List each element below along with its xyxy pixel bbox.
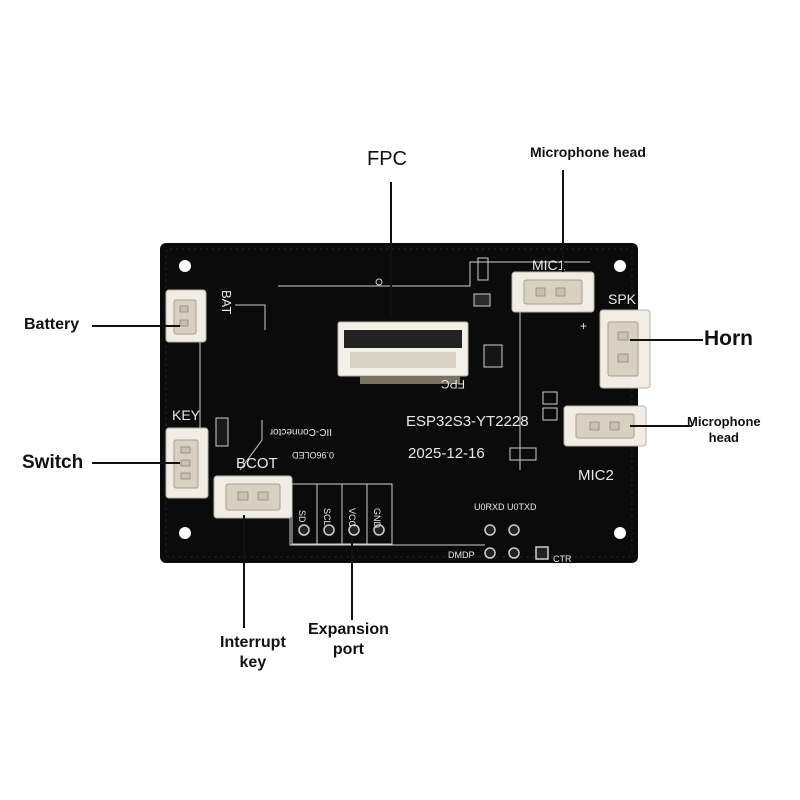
smd-part xyxy=(509,447,537,461)
silk-pin-gnd: GND xyxy=(372,508,382,529)
callout-expansion-port: Expansion port xyxy=(308,620,389,660)
silk-date: 2025-12-16 xyxy=(408,445,485,462)
pcb-trace xyxy=(235,304,266,330)
silk-iic-connector: IIC-Connector xyxy=(269,426,332,437)
silk-bat: BAT xyxy=(219,290,234,314)
ctr-pad xyxy=(535,546,549,560)
callout-interrupt-key-line2: key xyxy=(239,654,267,671)
pcb-trace xyxy=(239,420,263,471)
callout-interrupt-key: Interrupt key xyxy=(220,633,286,673)
silk-uart: U0RXD U0TXD xyxy=(474,502,537,512)
test-pad xyxy=(508,547,520,559)
uart-pad xyxy=(484,524,496,536)
pcb-board-edge xyxy=(165,248,633,558)
silk-spk: SPK xyxy=(608,291,637,307)
silk-dmdp: DMDP xyxy=(448,550,475,560)
pcb-via xyxy=(375,278,383,286)
fpc-connector xyxy=(337,321,469,384)
silk-ctr: CTR xyxy=(553,554,572,564)
silk-boot: BCOT xyxy=(236,455,278,472)
mic1-connector xyxy=(511,271,595,313)
spk-connector xyxy=(599,309,651,389)
callout-expansion-port-line1: Expansion xyxy=(308,621,389,638)
expansion-header xyxy=(291,483,393,545)
mounting-hole-top-right xyxy=(614,260,626,272)
callout-microphone-head-top: Microphone head xyxy=(530,144,646,160)
smd-part xyxy=(477,257,489,281)
silk-pin-vcc: VCC xyxy=(347,508,357,528)
callout-switch: Switch xyxy=(22,452,84,473)
silk-fpc: FPC xyxy=(441,377,465,391)
callout-microphone-head-right: Microphone head xyxy=(687,414,761,446)
transistor xyxy=(483,344,503,368)
silk-oled: 0.96OLED xyxy=(291,450,334,460)
callout-microphone-head-right-line2: head xyxy=(708,430,739,445)
callout-horn: Horn xyxy=(704,327,753,350)
silk-mic2: MIC2 xyxy=(578,467,614,484)
uart-pad xyxy=(508,524,520,536)
smd-part xyxy=(473,293,491,307)
smd-part xyxy=(542,391,558,405)
boot-connector xyxy=(213,475,293,519)
pcb-trace xyxy=(278,261,590,287)
bat-connector xyxy=(165,289,207,343)
callout-interrupt-key-line1: Interrupt xyxy=(220,634,286,651)
silk-pin-sd: SD xyxy=(297,510,307,523)
diode xyxy=(215,417,229,447)
mounting-hole-bottom-right xyxy=(614,527,626,539)
key-connector xyxy=(165,427,209,499)
silk-key: KEY xyxy=(172,407,201,423)
smd-part xyxy=(542,407,558,421)
silk-plus: + xyxy=(580,319,587,333)
callout-fpc: FPC xyxy=(367,148,407,170)
callout-battery: Battery xyxy=(24,316,80,333)
mounting-hole-bottom-left xyxy=(179,527,191,539)
mounting-hole-top-left xyxy=(179,260,191,272)
mic2-connector xyxy=(563,405,647,447)
silk-board-name: ESP32S3-YT2228 xyxy=(406,413,529,430)
silk-mic1: MIC1 xyxy=(532,257,566,273)
test-pad xyxy=(484,547,496,559)
callout-expansion-port-line2: port xyxy=(332,641,364,658)
silk-pin-scl: SCL xyxy=(322,508,332,526)
callout-microphone-head-right-line1: Microphone xyxy=(687,414,761,429)
